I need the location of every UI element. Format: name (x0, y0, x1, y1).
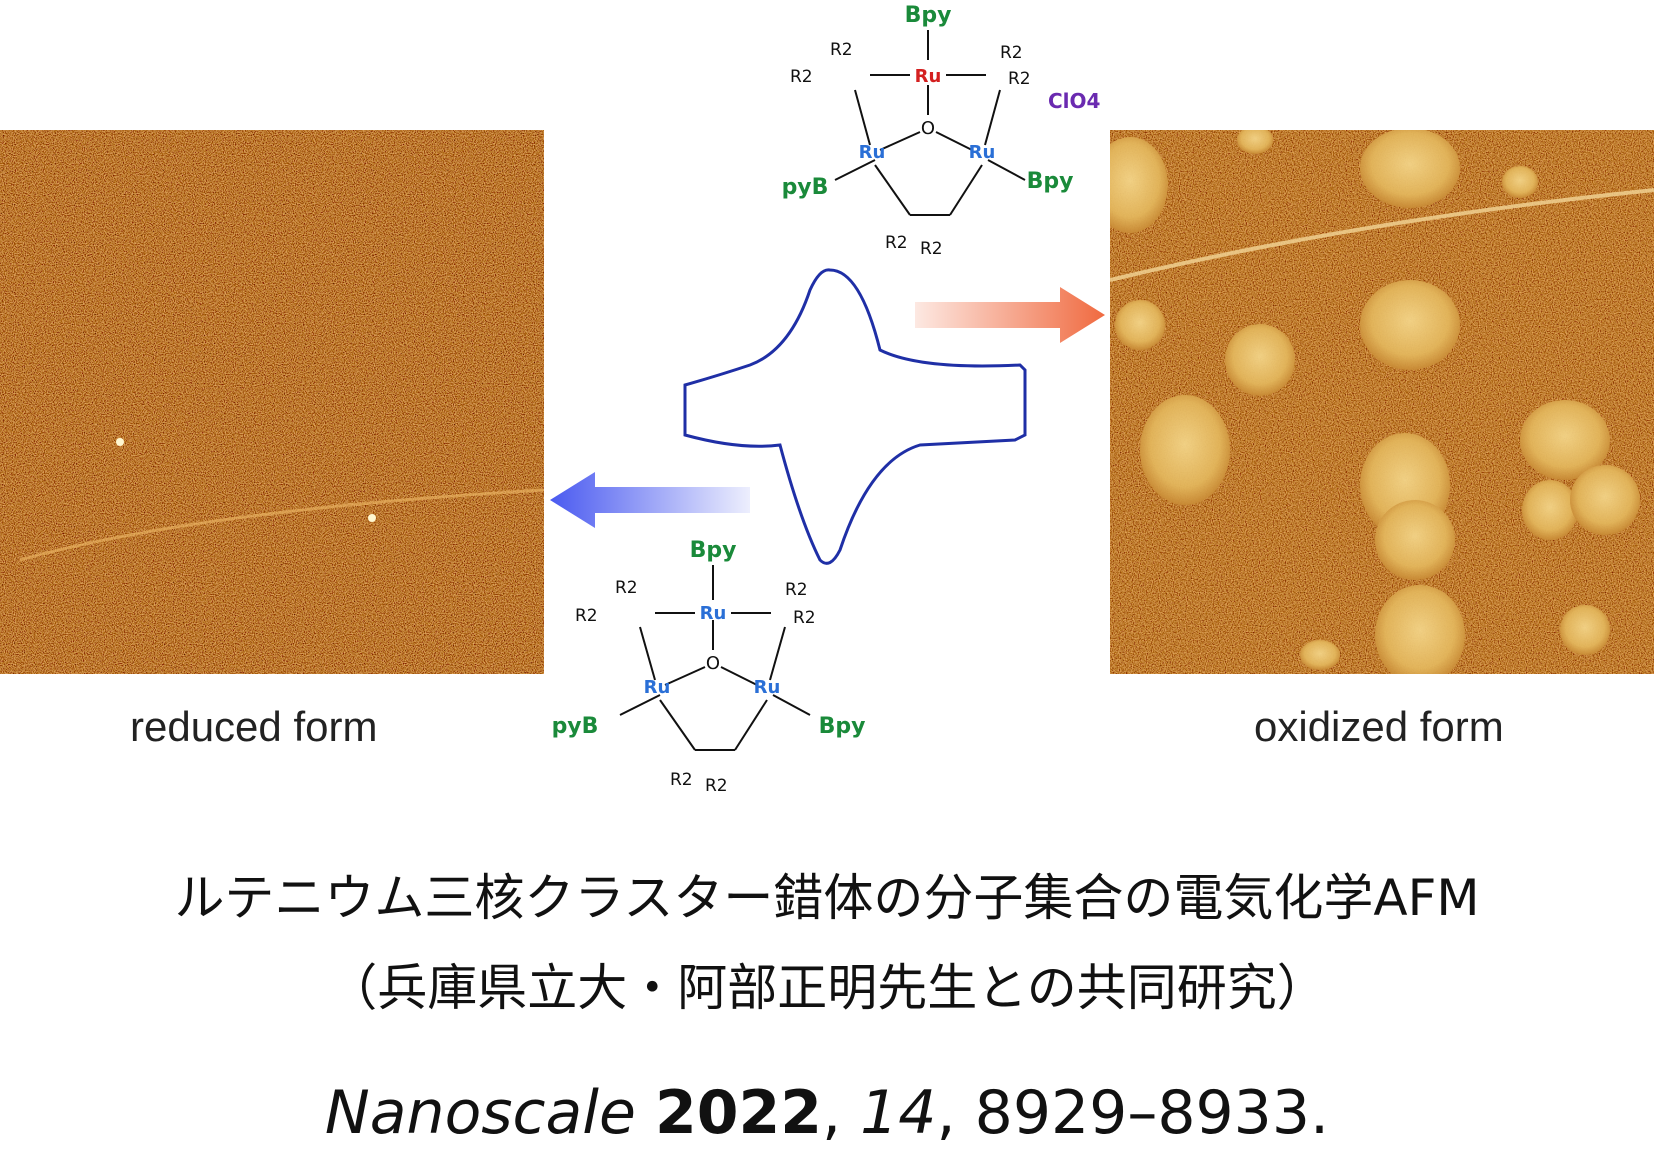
afm-image-reduced (0, 130, 544, 674)
citation-year: 2022 (654, 1078, 822, 1148)
metal-right: Ru (969, 142, 996, 163)
substituent: R2 (575, 606, 598, 626)
citation-volume: 14 (860, 1078, 937, 1148)
apical-ligand: Bpy (690, 538, 737, 563)
apical-ligand: Bpy (905, 3, 952, 28)
oxygen-center: O (921, 118, 935, 139)
reduced-form-label: reduced form (130, 703, 378, 750)
substituent: R2 (885, 233, 908, 253)
oxidation-arrow (915, 285, 1105, 345)
substituent: R2 (785, 580, 808, 600)
metal-top: Ru (915, 66, 942, 87)
caption-collaboration: （兵庫県立大・阿部正明先生との共同研究） (327, 959, 1327, 1017)
substituent: R2 (920, 239, 943, 259)
caption-title: ルテニウム三核クラスター錯体の分子集合の電気化学AFM (174, 869, 1480, 927)
substituent: R2 (1008, 69, 1031, 89)
metal-left: Ru (859, 142, 886, 163)
substituent: R2 (670, 770, 693, 790)
metal-left: Ru (644, 677, 671, 698)
citation: Nanoscale 2022, 14, 8929–8933. (324, 1078, 1330, 1148)
right-ligand: Bpy (1027, 169, 1074, 194)
counter-ion: ClO4- (1048, 89, 1100, 113)
metal-right: Ru (754, 677, 781, 698)
citation-pages: 8929–8933. (974, 1078, 1330, 1148)
complex-reduced-structure: Bpy Ru O Ru Ru pyB Bpy R2 R2 R2 R2 R2 R2 (545, 535, 885, 805)
oxygen-center: O (706, 653, 720, 674)
substituent: R2 (705, 776, 728, 796)
left-ligand: pyB (782, 175, 829, 200)
substituent: R2 (830, 40, 853, 60)
citation-journal: Nanoscale (324, 1078, 636, 1148)
oxidized-form-label: oxidized form (1254, 703, 1504, 750)
cyclic-voltammogram (680, 260, 1050, 580)
complex-oxidized-structure: Bpy Ru O Ru Ru pyB Bpy R2 R2 R2 R2 R2 R2… (760, 0, 1109, 265)
reduction-arrow (550, 470, 750, 530)
afm-image-oxidized (1110, 130, 1654, 674)
substituent: R2 (1000, 43, 1023, 63)
substituent: R2 (793, 608, 816, 628)
substituent: R2 (615, 578, 638, 598)
metal-top: Ru (700, 603, 727, 624)
left-ligand: pyB (552, 714, 599, 739)
substituent: R2 (790, 67, 813, 87)
right-ligand: Bpy (819, 714, 866, 739)
